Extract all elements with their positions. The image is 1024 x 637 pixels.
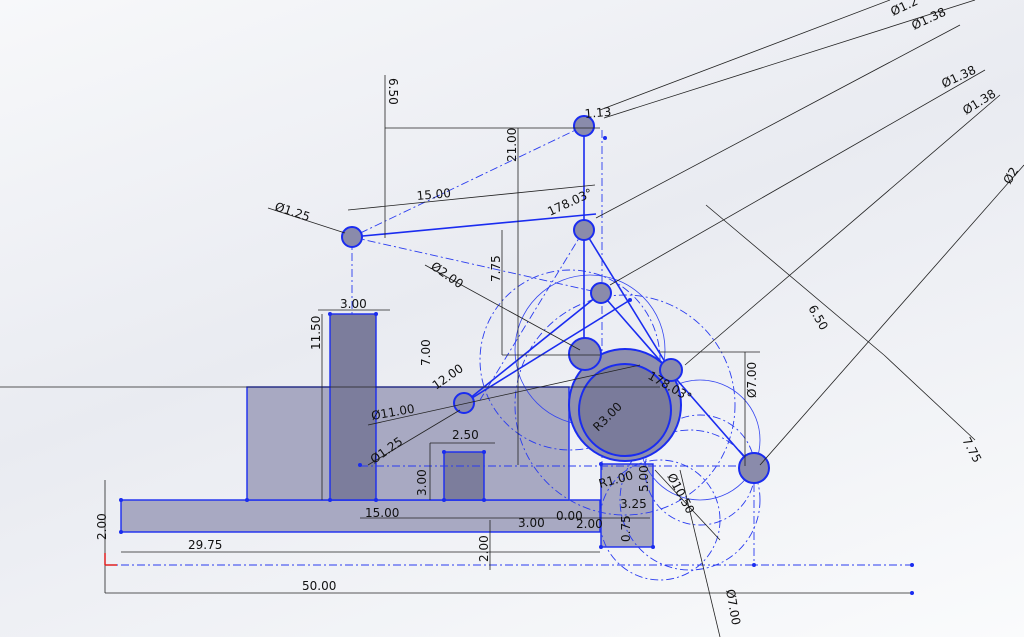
dim-v-2100[interactable]: 21.00 (505, 128, 519, 162)
dim-d-200[interactable]: Ø2.00 (428, 259, 466, 291)
pin-far-right[interactable] (738, 452, 770, 484)
dim-h-1500-base[interactable]: 15.00 (365, 506, 399, 520)
dim-h-113[interactable]: 1.13 (584, 105, 612, 121)
dim-d-top-1[interactable]: Ø1.2 (888, 0, 920, 19)
dim-h-5000[interactable]: 50.00 (302, 579, 336, 593)
pin-mid[interactable] (590, 282, 612, 304)
pin-lower-left[interactable] (453, 392, 475, 414)
pin-right[interactable] (659, 358, 683, 382)
dim-h-300-base[interactable]: 3.00 (518, 516, 545, 530)
sketch-points (119, 136, 914, 595)
dim-h-000[interactable]: 0.00 (556, 509, 583, 523)
pin-large[interactable] (568, 337, 602, 371)
dim-v-700[interactable]: 7.00 (419, 339, 433, 366)
linkage (351, 126, 755, 469)
dim-h-300-post[interactable]: 3.00 (340, 297, 367, 311)
main-block[interactable] (246, 386, 570, 501)
dim-v-650-top[interactable]: 6.50 (386, 78, 400, 105)
dim-h-250[interactable]: 2.50 (452, 428, 479, 442)
dim-v-200-mid[interactable]: 2.00 (477, 535, 491, 562)
dim-d-125-left[interactable]: Ø1.25 (273, 200, 312, 224)
dim-v-500[interactable]: 5.00 (637, 465, 651, 492)
small-block[interactable] (443, 451, 485, 501)
pin-top[interactable] (573, 115, 595, 137)
dim-h-2975[interactable]: 29.75 (188, 538, 222, 552)
dim-d-1050[interactable]: Ø10.50 (664, 471, 697, 516)
vertical-post[interactable] (329, 313, 377, 501)
sketch-bodies (120, 313, 654, 548)
base-plate[interactable] (120, 499, 601, 533)
dim-v-d700-right[interactable]: Ø7.00 (745, 362, 759, 398)
dim-v-300-block[interactable]: 3.00 (415, 469, 429, 496)
pin-upper[interactable] (573, 219, 595, 241)
dim-l-1500-arm[interactable]: 15.00 (416, 186, 451, 203)
dim-v-1150[interactable]: 11.50 (309, 316, 323, 350)
dim-d-top-5[interactable]: Ø2 (1000, 165, 1021, 187)
dim-a-17803-top[interactable]: 178.03° (545, 186, 594, 219)
pin-left[interactable] (341, 226, 363, 248)
right-step-block[interactable] (600, 463, 654, 548)
dim-h-325[interactable]: 3.25 (620, 497, 647, 511)
dim-v-775[interactable]: 7.75 (489, 255, 503, 282)
origin-icon (104, 553, 117, 566)
dim-v-200-left[interactable]: 2.00 (95, 513, 109, 540)
dim-d-700-bottom[interactable]: Ø7.00 (723, 588, 743, 626)
dim-v-075[interactable]: 0.75 (619, 515, 633, 542)
dim-l-775-right[interactable]: 7.75 (959, 435, 984, 465)
dim-h-200-base[interactable]: 2.00 (576, 517, 603, 531)
dim-d-top-3[interactable]: Ø1.38 (939, 63, 978, 91)
